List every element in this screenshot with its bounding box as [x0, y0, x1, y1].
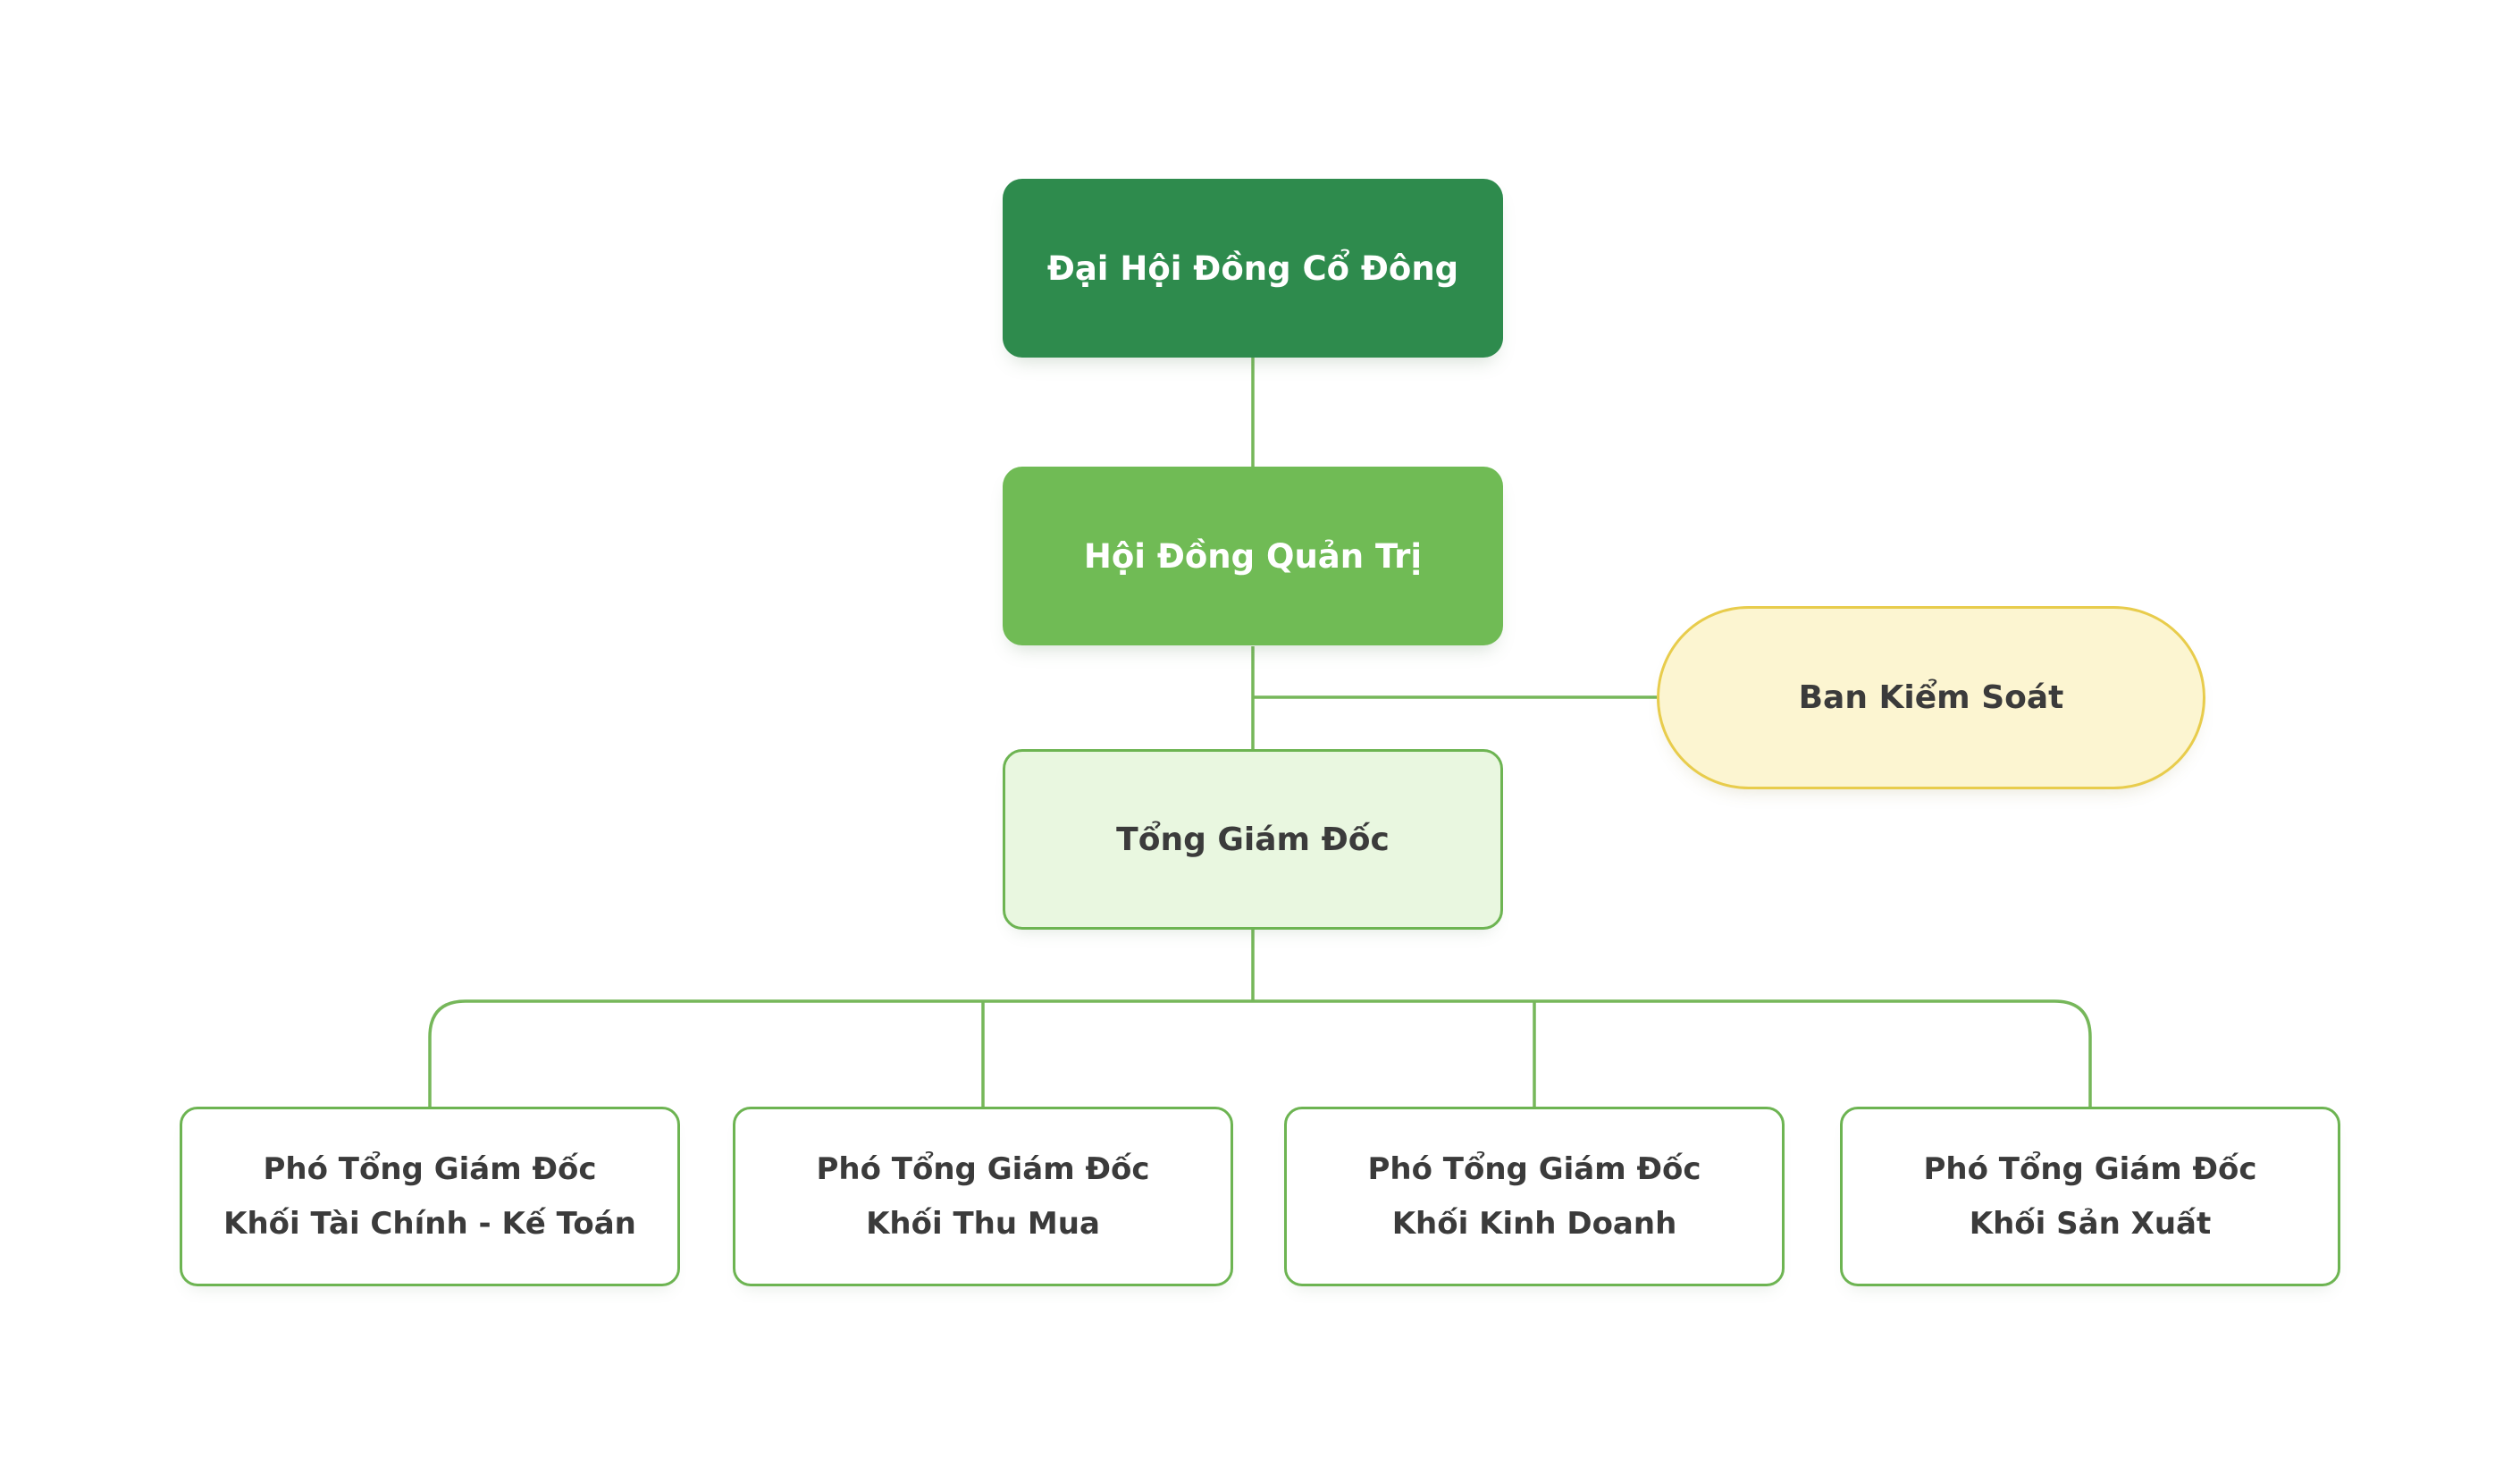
shareholders-meeting-node: Đại Hội Đồng Cổ Đông [1003, 179, 1503, 358]
deputy-ceo-finance-node: Phó Tổng Giám Đốc Khối Tài Chính - Kế To… [180, 1107, 680, 1286]
board-of-directors-label: Hội Đồng Quản Trị [1083, 536, 1423, 576]
deputy-ceo-procurement-node: Phó Tổng Giám Đốc Khối Thu Mua [733, 1107, 1233, 1286]
deputy-ceo-sales-node: Phó Tổng Giám Đốc Khối Kinh Doanh [1284, 1107, 1785, 1286]
deputy-division: Khối Tài Chính - Kế Toán [223, 1205, 636, 1242]
supervisory-board-label: Ban Kiểm Soát [1798, 679, 2064, 716]
deputy-division: Khối Sản Xuất [1969, 1205, 2212, 1242]
ceo-node: Tổng Giám Đốc [1003, 749, 1503, 930]
deputy-title: Phó Tổng Giám Đốc [1367, 1150, 1701, 1187]
connector-bus-rail [428, 999, 2092, 1107]
supervisory-board-node: Ban Kiểm Soát [1657, 606, 2205, 789]
deputy-ceo-production-node: Phó Tổng Giám Đốc Khối Sản Xuất [1840, 1107, 2340, 1286]
deputy-title: Phó Tổng Giám Đốc [1923, 1150, 2257, 1187]
ceo-label: Tổng Giám Đốc [1116, 821, 1390, 858]
deputy-title: Phó Tổng Giám Đốc [816, 1150, 1150, 1187]
deputy-division: Khối Kinh Doanh [1391, 1205, 1677, 1242]
deputy-title: Phó Tổng Giám Đốc [263, 1150, 597, 1187]
deputy-division: Khối Thu Mua [866, 1205, 1100, 1242]
shareholders-meeting-label: Đại Hội Đồng Cổ Đông [1046, 249, 1459, 288]
board-of-directors-node: Hội Đồng Quản Trị [1003, 467, 1503, 645]
